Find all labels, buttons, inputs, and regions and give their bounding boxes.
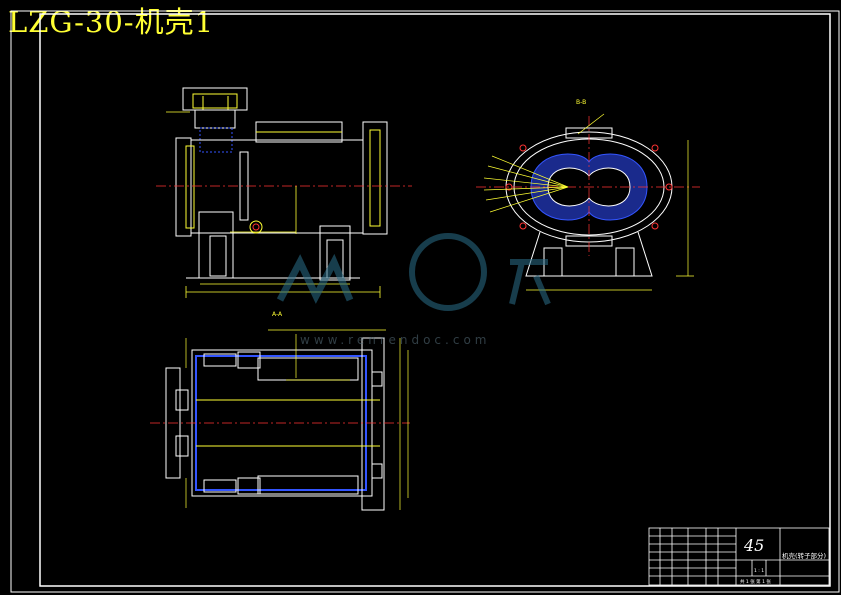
housing-body bbox=[190, 139, 364, 234]
part-name: 机壳(转子部分) bbox=[782, 551, 826, 560]
sheet-count: 共 1 张 第 1 张 bbox=[740, 578, 771, 585]
foot-right bbox=[319, 225, 351, 281]
drain-port bbox=[249, 220, 263, 234]
material-code: 45 bbox=[743, 536, 764, 555]
support-base bbox=[525, 231, 653, 277]
left-flange bbox=[175, 137, 192, 237]
section-aa-label: A-A bbox=[272, 311, 283, 318]
front-view bbox=[175, 87, 388, 281]
section-aa-dims bbox=[150, 329, 410, 510]
inner-border bbox=[39, 13, 831, 587]
watermark: www.renrendoc.com bbox=[276, 233, 551, 347]
section-end-flange bbox=[361, 337, 385, 511]
watermark-url: www.renrendoc.com bbox=[300, 333, 490, 347]
section-aa-view bbox=[165, 337, 385, 511]
foot-left bbox=[198, 211, 234, 279]
title-block bbox=[648, 527, 830, 586]
outer-border bbox=[10, 10, 840, 593]
right-flange bbox=[362, 121, 388, 235]
section-bb-dims bbox=[476, 113, 700, 291]
scale-cell: 1 : 1 bbox=[754, 568, 764, 574]
section-bb-label: B-B bbox=[576, 99, 586, 106]
